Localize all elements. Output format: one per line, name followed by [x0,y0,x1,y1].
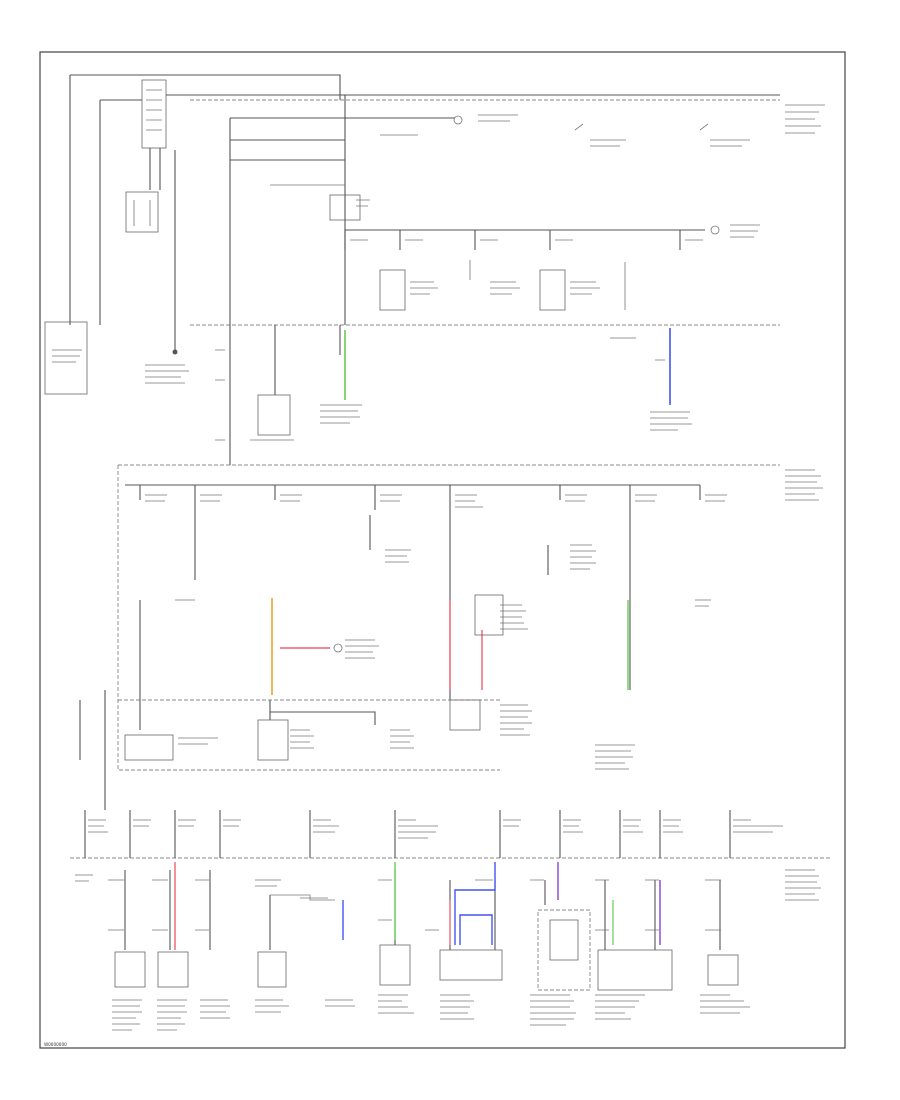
upper-middle-section [44,321,692,465]
top-section [69,74,825,355]
diagram-border [39,51,846,1049]
middle-section [117,464,823,771]
figure-id: W0000000 [44,1042,67,1047]
bottom-section [70,690,830,1031]
wire-blue-bottom-2 [454,862,496,945]
